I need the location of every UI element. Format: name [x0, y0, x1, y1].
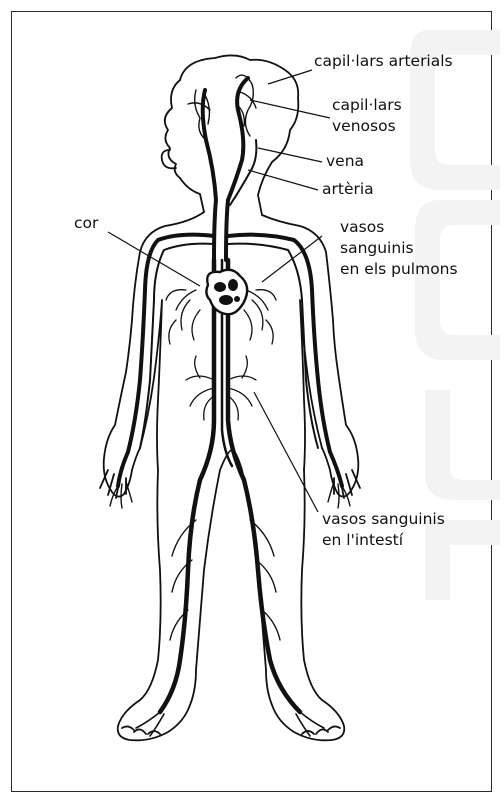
leader-cor — [108, 232, 200, 286]
blood-vessels — [110, 75, 350, 736]
leader-arteria — [248, 170, 318, 190]
leader-pulmons — [262, 236, 322, 282]
label-capillars-arterials: capil·lars arterials — [314, 52, 453, 71]
label-capillars-venosos-line1: capil·lars — [332, 96, 402, 115]
leader-vena — [258, 148, 322, 162]
label-pulmons-line3: en els pulmons — [340, 260, 458, 279]
label-pulmons-line1: vasos — [340, 218, 384, 237]
label-pulmons-line2: sanguinis — [340, 239, 414, 258]
label-capillars-venosos-line2: venosos — [332, 117, 396, 136]
label-vena: vena — [326, 152, 364, 171]
label-intesti-line1: vasos sanguinis — [322, 510, 445, 529]
label-intesti-line2: en l'intestí — [322, 531, 403, 550]
leader-capillars-arterials — [268, 70, 312, 84]
leader-intesti — [254, 392, 318, 512]
label-cor: cor — [74, 214, 98, 233]
leader-capillars-venosos — [250, 100, 330, 118]
label-arteria: artèria — [322, 180, 374, 199]
